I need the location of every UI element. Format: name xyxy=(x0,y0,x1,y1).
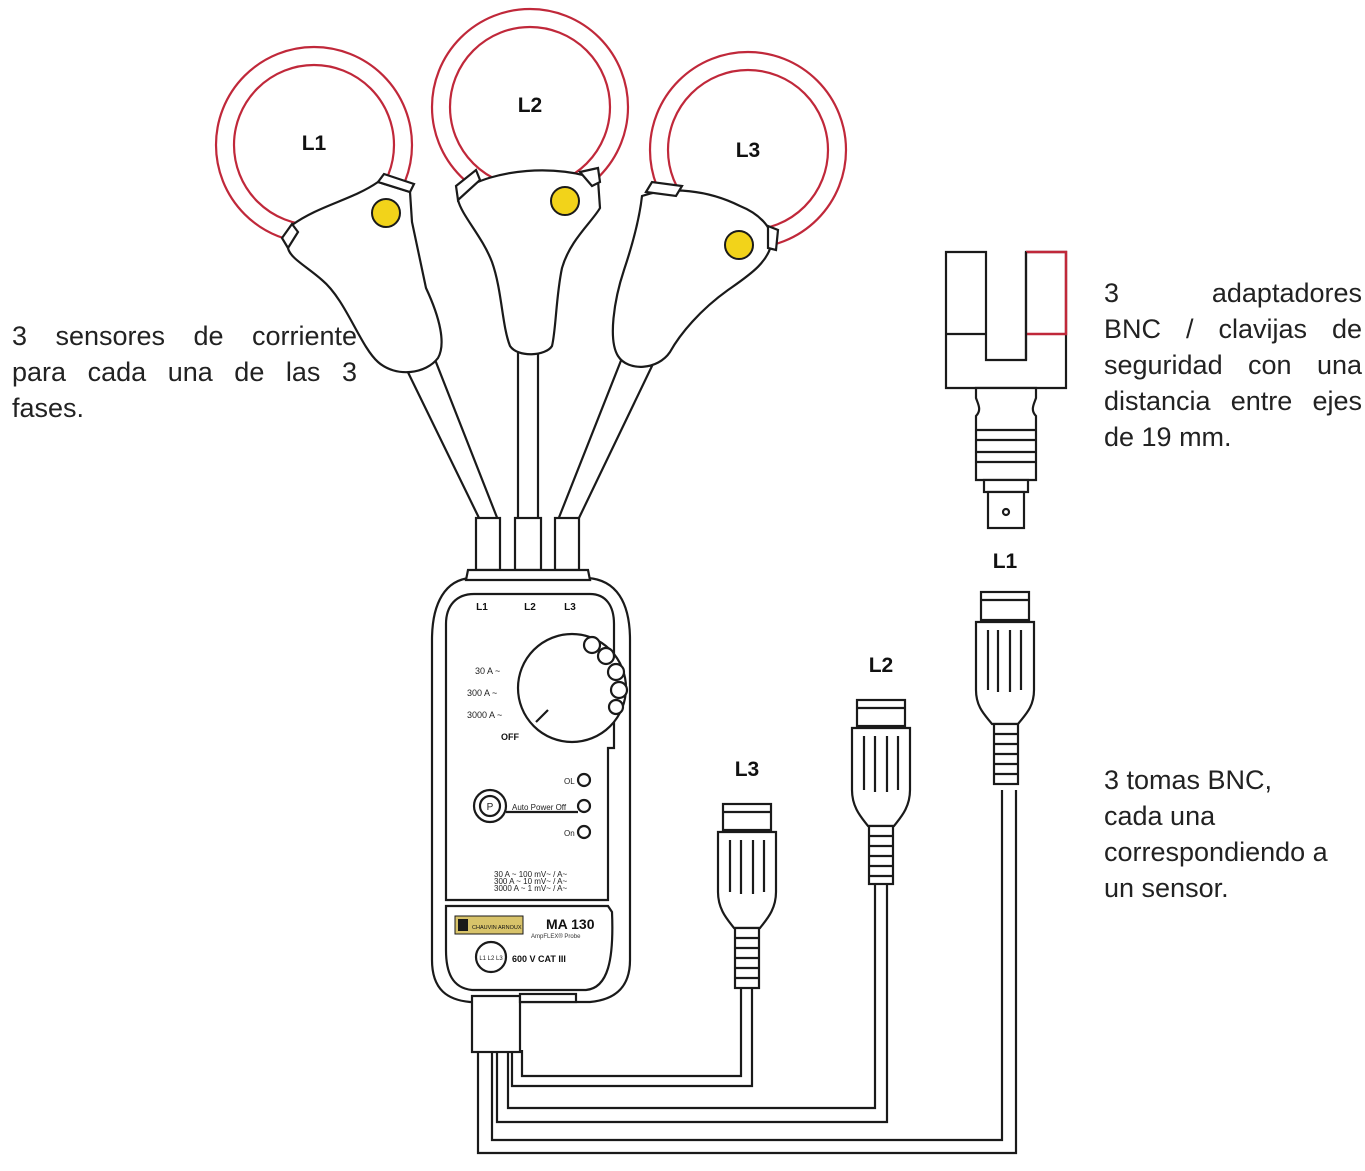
range-30a: 30 A ~ xyxy=(475,666,500,676)
indicator-apo-led xyxy=(576,798,592,814)
caption-adapters-line-3: seguridad con una xyxy=(1104,350,1362,380)
current-sensor-l3: L3 xyxy=(611,50,848,368)
caption-adapters-line-1: 3 adaptadores xyxy=(1104,278,1362,308)
range-off: OFF xyxy=(501,732,519,742)
sensor-button-l3 xyxy=(724,230,754,260)
current-sensor-l1: L1 xyxy=(214,45,443,374)
sensor-button-l1 xyxy=(371,198,401,228)
range-300a: 300 A ~ xyxy=(467,688,497,698)
sensor-cables xyxy=(400,348,654,572)
indicator-on-label: On xyxy=(564,829,575,838)
bnc-connector-l1: L1 xyxy=(974,550,1036,786)
indicator-ol-led xyxy=(576,772,592,788)
svg-text:P: P xyxy=(487,802,494,813)
caption-adapters-line-5: de 19 mm. xyxy=(1104,422,1232,452)
voltage-rating: 600 V CAT III xyxy=(512,954,566,964)
bnc-connector-l2: L2 xyxy=(850,654,912,886)
caption-adapters-line-4: distancia entre ejes xyxy=(1104,386,1362,416)
indicator-apo-label: Auto Power Off xyxy=(512,803,567,812)
sensor-label-l2: L2 xyxy=(518,94,543,117)
unit-port-label-l1: L1 xyxy=(476,602,488,613)
indicator-ol-label: OL xyxy=(564,777,575,786)
indicator-on-led xyxy=(576,824,592,840)
svg-text:CHAUVIN ARNOUX: CHAUVIN ARNOUX xyxy=(472,925,522,931)
spec-line-2: 300 A ~ 10 mV~ / A~ xyxy=(494,877,567,886)
caption-bnc-line-3: correspondiendo a xyxy=(1104,837,1328,867)
caption-bnc: 3 tomas BNC, cada una correspondiendo a … xyxy=(1104,762,1362,906)
sensor-label-l3: L3 xyxy=(736,139,761,162)
range-selector-dial[interactable] xyxy=(516,632,629,744)
spec-line-3: 3000 A ~ 1 mV~ / A~ xyxy=(494,884,567,893)
power-button[interactable]: P xyxy=(472,788,508,824)
model-subtitle: AmpFLEX® Probe xyxy=(531,933,581,940)
caption-adapters: 3 adaptadores BNC / clavijas de segurida… xyxy=(1104,275,1362,455)
bnc-label-l1: L1 xyxy=(993,550,1018,573)
bnc-connector-l3: L3 xyxy=(716,758,778,990)
range-3000a: 3000 A ~ xyxy=(467,710,502,720)
phase-badge: L1 L2 L3 xyxy=(474,940,508,974)
model-name: MA 130 xyxy=(546,916,595,932)
caption-adapters-line-2: BNC / clavijas de xyxy=(1104,314,1362,344)
ma130-unit: L1 L2 L3 30 A ~ 300 A ~ 3000 A ~ OFF OL … xyxy=(430,568,632,1054)
bnc-safety-adapter xyxy=(944,250,1068,530)
bnc-label-l2: L2 xyxy=(869,654,894,677)
caption-sensors: 3 sensores de corriente para cada una de… xyxy=(12,318,357,426)
brand-logo: CHAUVIN ARNOUX xyxy=(454,915,524,935)
svg-text:L1 L2 L3: L1 L2 L3 xyxy=(479,956,503,962)
unit-port-label-l2: L2 xyxy=(524,602,536,613)
spec-line-1: 30 A ~ 100 mV~ / A~ xyxy=(494,870,567,879)
bnc-label-l3: L3 xyxy=(735,758,760,781)
caption-sensors-line-2: para cada una de las 3 xyxy=(12,357,357,387)
caption-sensors-line-3: fases. xyxy=(12,393,85,423)
sensor-button-l2 xyxy=(550,186,580,216)
output-cables xyxy=(476,790,1018,1155)
caption-bnc-line-1: 3 tomas BNC, xyxy=(1104,765,1273,795)
current-sensor-l2: L2 xyxy=(430,7,630,356)
unit-port-label-l3: L3 xyxy=(564,602,576,613)
sensor-label-l1: L1 xyxy=(302,132,327,155)
caption-bnc-line-4: un sensor. xyxy=(1104,873,1229,903)
caption-bnc-line-2: cada una xyxy=(1104,801,1216,831)
caption-sensors-line-1: 3 sensores de corriente xyxy=(12,321,357,351)
